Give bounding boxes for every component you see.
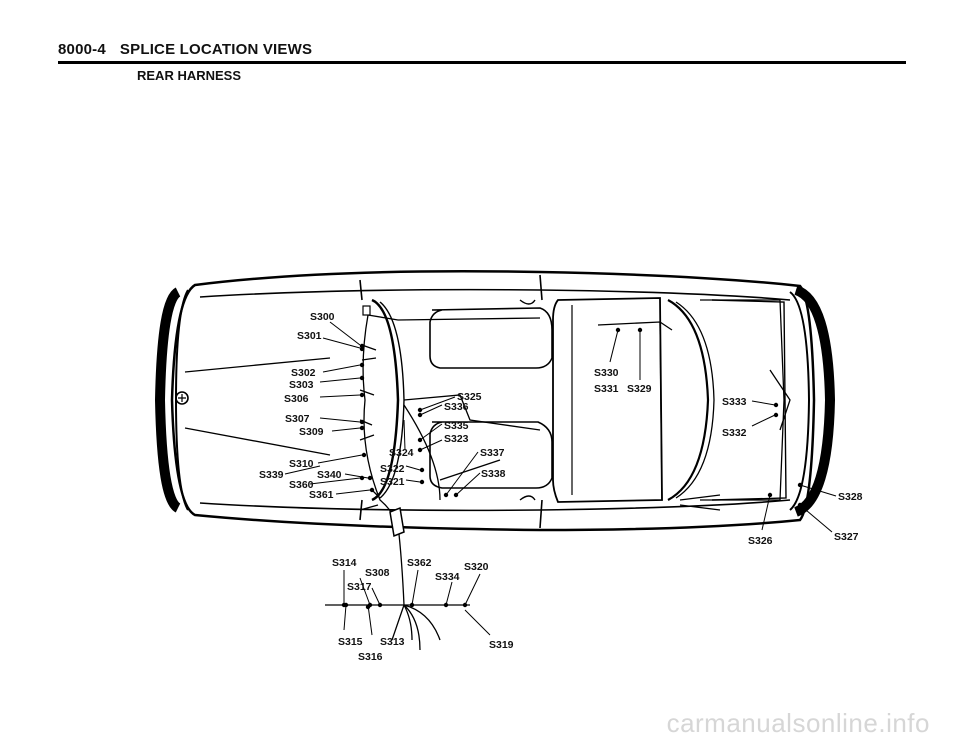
label-s330: S330 bbox=[594, 367, 619, 379]
label-s324: S324 bbox=[389, 447, 414, 459]
label-s327: S327 bbox=[834, 531, 859, 543]
label-s333: S333 bbox=[722, 396, 747, 408]
label-s315: S315 bbox=[338, 636, 363, 648]
label-s320: S320 bbox=[464, 561, 489, 573]
label-s332: S332 bbox=[722, 427, 747, 439]
label-s321: S321 bbox=[380, 476, 405, 488]
label-s302: S302 bbox=[291, 367, 316, 379]
label-s303: S303 bbox=[289, 379, 314, 391]
label-s323: S323 bbox=[444, 433, 469, 445]
label-s335: S335 bbox=[444, 420, 469, 432]
label-s360: S360 bbox=[289, 479, 314, 491]
label-s306: S306 bbox=[284, 393, 309, 405]
label-s338: S338 bbox=[481, 468, 506, 480]
label-s325: S325 bbox=[457, 391, 482, 403]
label-s317: S317 bbox=[347, 581, 372, 593]
label-s307: S307 bbox=[285, 413, 310, 425]
splice-points bbox=[341, 327, 803, 610]
section-title: SPLICE LOCATION VIEWS bbox=[119, 41, 313, 58]
label-s334: S334 bbox=[435, 571, 460, 583]
label-s339: S339 bbox=[259, 469, 284, 481]
label-s310: S310 bbox=[289, 458, 314, 470]
label-s336: S336 bbox=[444, 401, 469, 413]
label-s362: S362 bbox=[407, 557, 432, 569]
label-s331: S331 bbox=[594, 383, 619, 395]
header-divider bbox=[58, 61, 906, 64]
label-s314: S314 bbox=[332, 557, 357, 569]
section-number: 8000-4 bbox=[58, 41, 106, 58]
label-s309: S309 bbox=[299, 426, 324, 438]
splice-labels: S300 S301 S302 S303 S306 S307 S309 S310 … bbox=[259, 311, 863, 663]
label-s322: S322 bbox=[380, 463, 405, 475]
label-s319: S319 bbox=[489, 639, 514, 651]
label-s300: S300 bbox=[310, 311, 335, 323]
label-s308: S308 bbox=[365, 567, 390, 579]
label-s337: S337 bbox=[480, 447, 505, 459]
label-s313: S313 bbox=[380, 636, 405, 648]
label-s328: S328 bbox=[838, 491, 863, 503]
leader-lines bbox=[284, 321, 837, 636]
label-s316: S316 bbox=[358, 651, 383, 663]
label-s361: S361 bbox=[309, 489, 334, 501]
diagram-subtitle: REAR HARNESS bbox=[137, 68, 242, 83]
label-s340: S340 bbox=[317, 469, 342, 481]
label-s301: S301 bbox=[297, 330, 322, 342]
label-s329: S329 bbox=[627, 383, 652, 395]
connector-icon bbox=[362, 305, 405, 538]
car-body-outline-icon bbox=[154, 269, 836, 532]
label-s326: S326 bbox=[748, 535, 773, 547]
watermark-text: carmanualsonline.info bbox=[666, 708, 930, 738]
page-title: 8000-4 SPLICE LOCATION VIEWS bbox=[58, 41, 312, 58]
